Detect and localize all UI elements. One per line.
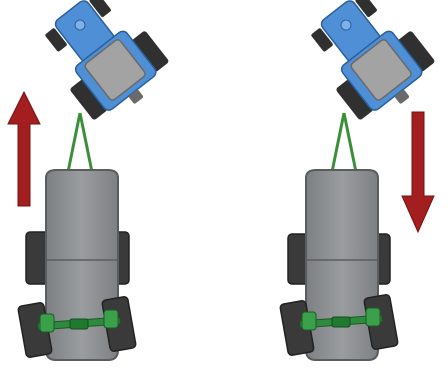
arrow-up-icon [7, 90, 41, 207]
tow-strap-left [66, 112, 94, 173]
tractor-icon [45, 0, 169, 120]
axle-icon [37, 309, 121, 333]
tow-strap-right [330, 112, 358, 173]
trailer-icon [279, 169, 399, 361]
tractor-icon [311, 0, 435, 120]
trailer-icon [17, 169, 137, 361]
panel-left [7, 0, 169, 361]
axle-icon [299, 307, 383, 331]
arrow-down-icon [401, 111, 435, 234]
panel-right [279, 0, 435, 361]
